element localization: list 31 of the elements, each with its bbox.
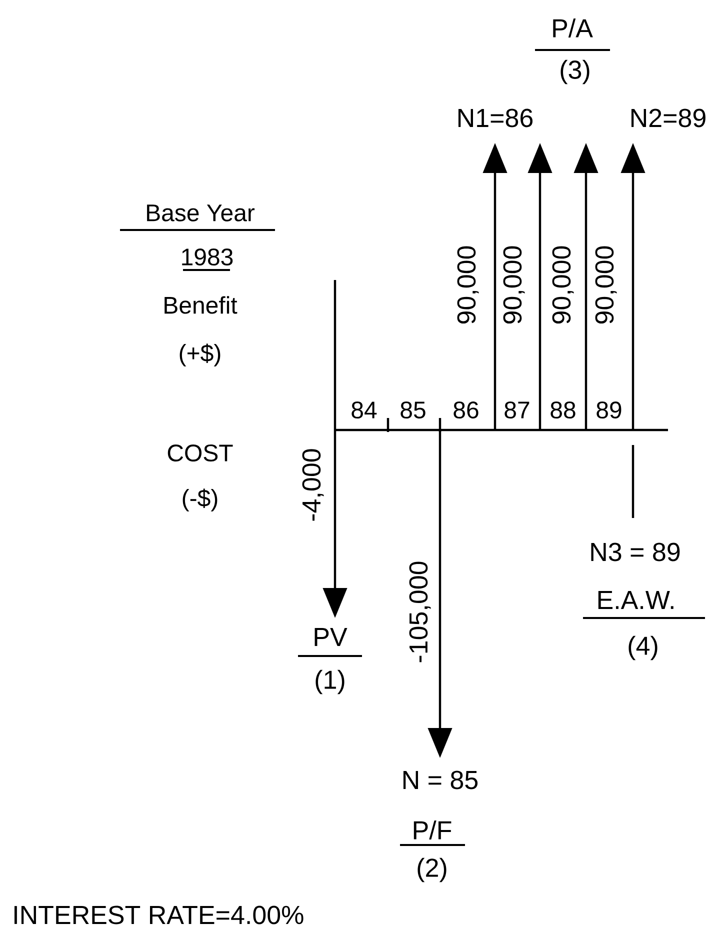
factor-label: PV [314, 628, 348, 646]
amount-label: 90,000 [503, 246, 525, 324]
benefit-label: Benefit [164, 296, 238, 314]
year-label: 87 [504, 402, 530, 418]
year-label: 88 [550, 402, 576, 418]
factor-label: P/F [414, 820, 452, 840]
amount-label: -105,000 [409, 562, 431, 662]
period-label: N3 = 89 [591, 542, 680, 562]
sign-label: (-$) [182, 488, 218, 512]
interest-rate-note: INTEREST RATE=4.00% [14, 906, 304, 924]
factor-label: P/A [553, 18, 593, 38]
year-label: 89 [596, 402, 622, 418]
year-label: 86 [454, 402, 478, 418]
factor-label: E.A.W. [598, 591, 674, 609]
cost-label: COST [168, 444, 233, 462]
sign-label: (+$) [180, 344, 220, 366]
period-label: N1=86 [458, 108, 533, 128]
formula-number: (2) [418, 858, 446, 882]
amount-label: -4,000 [302, 449, 324, 521]
period-label: N = 85 [403, 770, 478, 790]
base-year-label: Base Year [147, 204, 255, 222]
amount-label: 90,000 [457, 246, 479, 324]
year-label: 85 [400, 402, 426, 418]
amount-label: 90,000 [595, 246, 617, 324]
year-label: 1983 [182, 248, 233, 266]
formula-number: (4) [628, 636, 658, 660]
formula-number: (3) [560, 60, 590, 84]
year-label: 84 [352, 402, 377, 418]
formula-number: (1) [316, 670, 344, 694]
amount-label: 90,000 [552, 246, 574, 324]
period-label: N2=89 [631, 108, 706, 128]
